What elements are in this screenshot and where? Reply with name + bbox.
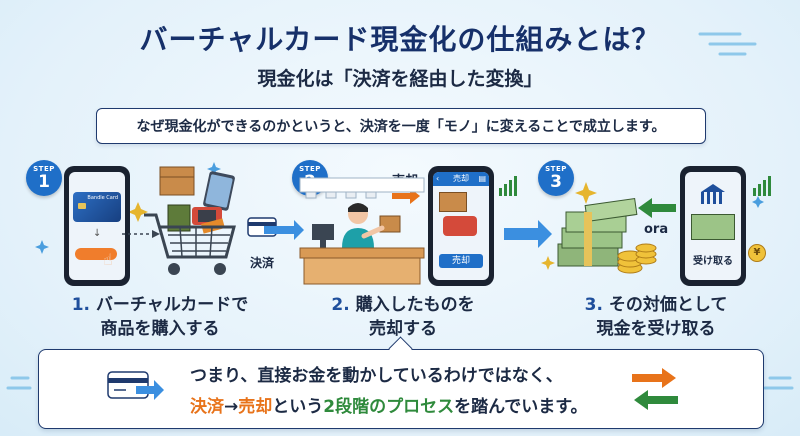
step1-caption-number: 1. (71, 295, 91, 315)
step3-caption-line2: 現金を受け取る (596, 319, 716, 339)
step1-badge-number: 1 (38, 172, 50, 192)
bank-roof-icon (701, 184, 725, 192)
sell-button[interactable]: 売却 (439, 254, 483, 268)
payment-label: 決済 (250, 256, 275, 270)
step2-caption-line1: 2. 購入したものを (308, 293, 498, 317)
cart-icon: ▤ (478, 174, 486, 183)
step2-phone: ‹ 売却 ▤ 売却 (428, 166, 494, 286)
yen-symbol: ¥ (753, 247, 761, 258)
card-name: Bandle Card (87, 195, 118, 201)
step2-screen-header: ‹ 売却 ▤ (433, 172, 489, 186)
summary-line2: 決済→売却という2段階のプロセスを踏んでいます。 (190, 392, 588, 417)
lead-box: なぜ現金化ができるのかというと、決済を一度「モノ」に変えることで成立します。 (96, 108, 706, 144)
step3-caption-number: 3. (584, 295, 603, 315)
step2-badge-label: STEP (299, 165, 321, 173)
buy-button[interactable] (75, 248, 117, 260)
cash-icon (691, 214, 735, 240)
summary-payment: 決済 (190, 397, 224, 417)
step1-caption-line1: 1. バーチャルカードで (60, 293, 260, 317)
growth-chart-icon-3 (753, 176, 771, 196)
step3-badge-label: STEP (545, 165, 567, 173)
lead-text: なぜ現金化ができるのかというと、決済を一度「モノ」に変えることで成立します。 (136, 119, 666, 135)
growth-chart-icon-2 (499, 176, 517, 196)
step2-caption-number: 2. (331, 295, 350, 315)
card-arrow-icon (107, 371, 164, 400)
item-game-icon (443, 216, 477, 236)
bank-icon (701, 184, 725, 206)
flow-arrow-1-icon (247, 217, 304, 240)
step2-screen-header-text: 売却 (453, 174, 469, 183)
summary-sale: 売却 (238, 397, 273, 417)
step2-caption-line2: 売却する (369, 319, 437, 339)
virtual-card: Bandle Card (73, 192, 121, 222)
step1-phone-screen: Bandle Card ↓ ☝ (69, 172, 125, 280)
flow-arrow-2-icon (504, 220, 552, 248)
yen-coin-icon: ¥ (748, 244, 766, 262)
shopping-cart-icon (144, 166, 236, 275)
receive-arrow-icon (638, 198, 676, 218)
step1-badge: STEP 1 (26, 160, 62, 196)
page-title: バーチャルカード現金化の仕組みとは？ (139, 23, 661, 56)
step3-caption-text1: その対価として (608, 295, 728, 315)
receive-label: 受け取る (693, 256, 733, 267)
dashed-arrow-icon (122, 230, 160, 238)
item-box-icon (439, 192, 467, 212)
summary-connector: という (272, 397, 324, 417)
page-subtitle: 現金化は「決済を経由した変換」 (257, 68, 543, 90)
bank-body-icon (701, 192, 725, 204)
step3-caption: 3. その対価として 現金を受け取る (556, 293, 756, 341)
ora-text: ora (644, 222, 669, 237)
exchange-arrows-icon (632, 368, 678, 410)
step1-caption-line2: 商品を購入する (100, 319, 220, 339)
step2-caption: 2. 購入したものを 売却する (308, 293, 498, 341)
back-icon: ‹ (436, 174, 440, 183)
hand-pointer-icon: ☝ (103, 250, 113, 269)
shop-counter-illustration (299, 177, 425, 285)
step3-phone: 受け取る (680, 166, 746, 286)
summary-process: 2段階のプロセス (323, 397, 455, 417)
step1-badge-label: STEP (33, 165, 55, 173)
down-arrow-icon: ↓ (93, 228, 102, 239)
summary-ending: を踏んでいます。 (454, 397, 588, 417)
step3-badge: STEP 3 (538, 160, 574, 196)
summary-arrow: → (224, 397, 239, 417)
step1-caption: 1. バーチャルカードで 商品を購入する (60, 293, 260, 341)
step3-badge-number: 3 (550, 172, 562, 192)
summary-line1: つまり、直接お金を動かしているわけではなく、 (190, 366, 563, 386)
step3-caption-line1: 3. その対価として (556, 293, 756, 317)
step2-caption-text1: 購入したものを (355, 295, 475, 315)
card-chip-icon (78, 203, 86, 209)
step2-phone-screen: ‹ 売却 ▤ 売却 (433, 172, 489, 280)
step1-phone: Bandle Card ↓ ☝ (64, 166, 130, 286)
step1-caption-text1: バーチャルカードで (95, 295, 249, 315)
cash-stack-icon (557, 198, 657, 274)
step3-phone-screen: 受け取る (685, 172, 741, 280)
